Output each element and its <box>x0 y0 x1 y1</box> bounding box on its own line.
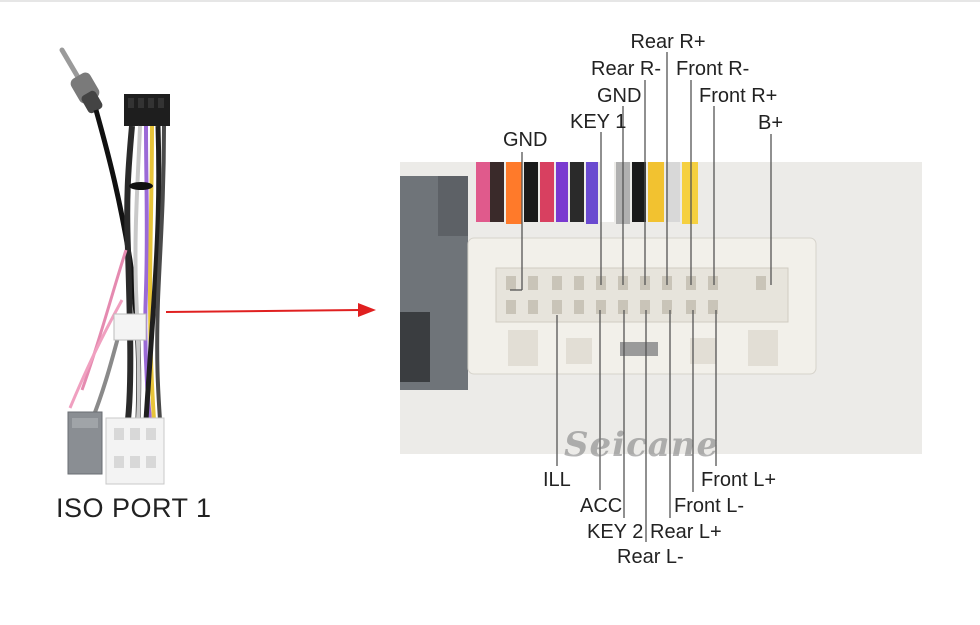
leader-lines-top <box>510 52 772 291</box>
label-key-2: KEY 2 <box>587 521 644 543</box>
harness-illustration <box>59 47 170 485</box>
label-front-r-minus: Front R- <box>676 58 750 80</box>
label-rear-r-plus: Rear R+ <box>630 31 706 53</box>
label-ill: ILL <box>543 469 571 491</box>
pointer-arrow <box>165 303 376 317</box>
connector-photo <box>400 162 922 454</box>
label-front-l-plus: Front L+ <box>701 469 777 491</box>
label-acc: ACC <box>580 495 623 517</box>
label-gnd-left: GND <box>503 129 548 151</box>
seicane-watermark: Seicane <box>564 425 720 465</box>
label-rear-r-minus: Rear R- <box>591 58 662 80</box>
label-rear-l-minus: Rear L- <box>617 546 684 568</box>
leader-lines-bottom <box>556 310 717 542</box>
iso-port-caption: ISO PORT 1 <box>56 493 212 523</box>
top-divider <box>0 0 980 2</box>
label-rear-l-plus: Rear L+ <box>650 521 722 543</box>
label-gnd-upper: GND <box>597 85 642 107</box>
label-front-l-minus: Front L- <box>674 495 745 517</box>
label-front-r-plus: Front R+ <box>699 85 778 107</box>
label-key-1: KEY 1 <box>570 111 627 133</box>
label-b-plus: B+ <box>758 112 784 134</box>
